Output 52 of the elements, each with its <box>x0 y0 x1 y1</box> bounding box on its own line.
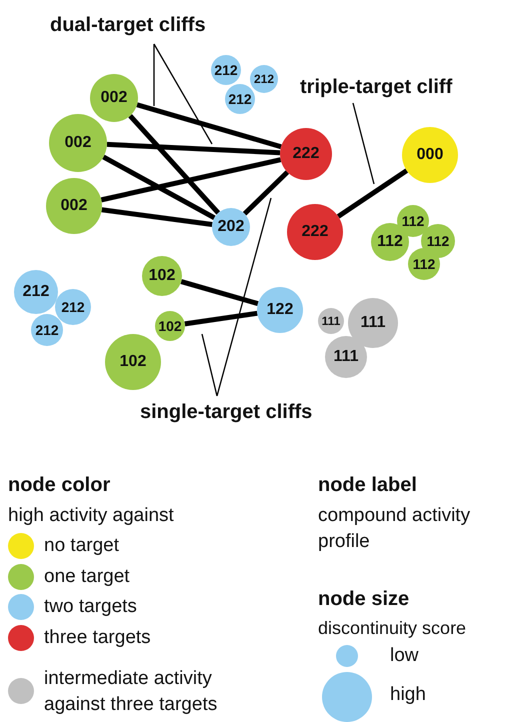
legend-label: intermediate activity against three targets <box>44 667 218 717</box>
compound-node: 222 <box>280 128 332 180</box>
cliff-edge <box>136 102 282 150</box>
compound-node: 212 <box>211 55 241 85</box>
compound-node: 212 <box>55 289 91 325</box>
cliff-edge <box>180 279 259 306</box>
legend-label: one target <box>44 565 130 589</box>
cliff-edge <box>101 207 212 227</box>
leader-line <box>153 44 155 106</box>
legend-label: no target <box>44 534 119 558</box>
cliff-edge <box>106 142 280 156</box>
compound-node: 222 <box>287 204 343 260</box>
callout-label: triple-target cliff <box>300 73 452 101</box>
compound-node: 000 <box>402 127 458 183</box>
leader-line <box>216 198 272 396</box>
compound-node: 002 <box>90 74 138 122</box>
compound-node: 212 <box>31 314 63 346</box>
compound-node: 102 <box>142 256 182 296</box>
leader-line <box>201 334 218 396</box>
compound-node: 102 <box>155 311 185 341</box>
legend-label: two targets <box>44 595 137 619</box>
compound-node: 002 <box>49 114 107 172</box>
legend-text: high activity against <box>8 504 174 528</box>
compound-node: 112 <box>408 248 440 280</box>
legend-label: low <box>390 644 419 668</box>
compound-node: 212 <box>225 84 255 114</box>
compound-node: 212 <box>250 65 278 93</box>
cliff-edge <box>100 157 282 202</box>
cliff-edge <box>128 114 220 215</box>
cliff-edge <box>336 168 408 218</box>
legend-heading: node label <box>318 473 417 498</box>
compound-node: 202 <box>212 208 250 246</box>
compound-node: 111 <box>318 308 344 334</box>
cliff-edge <box>184 310 258 326</box>
callout-label: single-target cliffs <box>140 398 312 426</box>
legend-heading: node size <box>318 587 410 612</box>
compound-node: 111 <box>348 298 398 348</box>
compound-node: 002 <box>46 178 102 234</box>
legend-text: discontinuity score <box>318 617 466 640</box>
legend-text: compound activity profile <box>318 504 472 554</box>
legend-label: high <box>390 683 426 707</box>
compound-node: 102 <box>105 334 161 390</box>
compound-node: 212 <box>14 270 58 314</box>
compound-node: 122 <box>257 287 303 333</box>
legend-heading: node color <box>8 473 110 498</box>
cliff-edge <box>102 154 216 220</box>
legend-label: three targets <box>44 626 151 650</box>
cliff-edge <box>242 170 290 216</box>
leader-line <box>153 44 213 144</box>
compound-node: 111 <box>325 336 367 378</box>
leader-line <box>352 102 375 184</box>
callout-label: dual-target cliffs <box>50 10 206 40</box>
